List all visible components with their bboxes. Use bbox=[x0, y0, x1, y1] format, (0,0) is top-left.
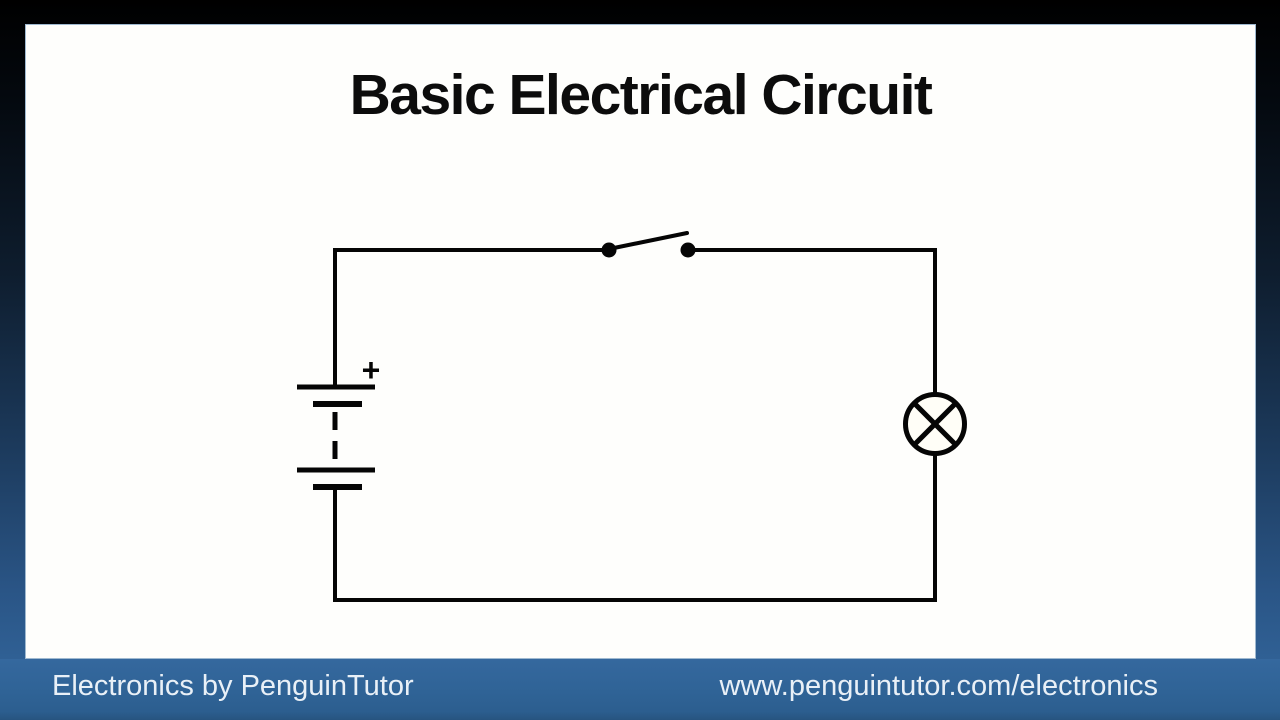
page-title: Basic Electrical Circuit bbox=[349, 63, 933, 127]
switch-right-contact-dot bbox=[680, 242, 696, 258]
switch-symbol bbox=[601, 231, 696, 258]
battery-symbol: + bbox=[297, 352, 381, 490]
footer-right-text: www.penguintutor.com/electronics bbox=[719, 670, 1158, 702]
circuit-wires bbox=[333, 248, 937, 602]
battery-positive-label: + bbox=[362, 352, 381, 388]
switch-blade bbox=[607, 231, 689, 251]
lamp-symbol bbox=[903, 392, 967, 456]
footer-bar: Electronics by PenguinTutor www.penguint… bbox=[0, 659, 1280, 720]
slide-canvas: Basic Electrical Circuit bbox=[25, 24, 1256, 659]
footer-left-text: Electronics by PenguinTutor bbox=[52, 670, 414, 702]
lamp-cross-line-2 bbox=[912, 401, 958, 447]
